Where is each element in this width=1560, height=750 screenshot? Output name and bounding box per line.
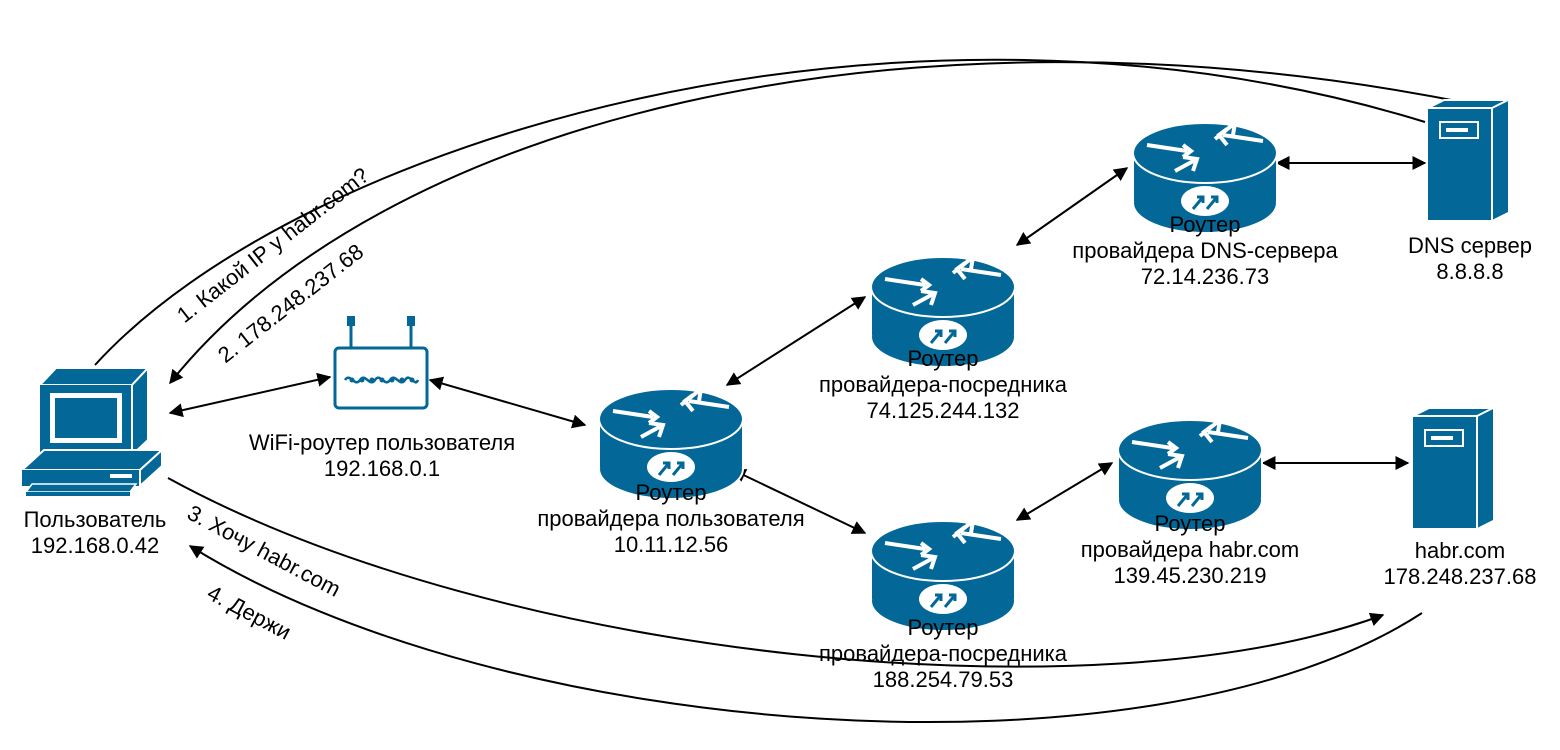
node-name: WiFi-роутер пользователя (248, 430, 516, 455)
node-line1: Роутер (1169, 212, 1241, 237)
link-wifi-isp (428, 376, 587, 429)
node-ip: 188.254.79.53 (872, 667, 1014, 692)
link-pc-wifi (168, 372, 332, 418)
node-line1: Роутер (1154, 511, 1226, 536)
node-ip: 178.248.237.68 (1383, 564, 1537, 589)
node-line2: провайдера-посредника (819, 372, 1067, 397)
node-ip: 139.45.230.219 (1113, 563, 1267, 588)
dns-server-label: DNS сервер 8.8.8.8 (1380, 233, 1560, 285)
node-ip: 8.8.8.8 (1436, 259, 1504, 284)
node-line2: провайдера-посредника (819, 641, 1067, 666)
server-icon (1412, 407, 1494, 529)
flow-step4-curve (188, 545, 1423, 723)
habr-server-label: habr.com 178.248.237.68 (1360, 538, 1560, 590)
node-ip: 72.14.236.73 (1140, 264, 1270, 289)
node-line1: Роутер (635, 480, 707, 505)
wifi-router-icon (333, 316, 429, 410)
transit-router-bottom-label: Роутер провайдера-посредника 188.254.79.… (778, 615, 1108, 693)
node-ip: 74.125.244.132 (866, 398, 1020, 423)
flow-step2-curve (169, 61, 1468, 385)
dns-isp-router-label: Роутер провайдера DNS-сервера 72.14.236.… (1040, 212, 1370, 290)
node-ip: 192.168.0.1 (323, 456, 441, 481)
node-ip: 10.11.12.56 (613, 532, 729, 557)
link-transit-top-dns-isp (1015, 167, 1129, 246)
transit-router-top-label: Роутер провайдера-посредника 74.125.244.… (778, 346, 1108, 424)
link-transit-bottom-habr-isp (1015, 462, 1114, 521)
node-ip: 192.168.0.42 (30, 533, 160, 558)
node-line1: Роутер (907, 346, 979, 371)
user-pc-label: Пользователь 192.168.0.42 (0, 507, 190, 559)
link-isp-transit-bottom (731, 469, 867, 534)
isp-router-label: Роутер провайдера пользователя 10.11.12.… (506, 480, 836, 558)
node-line2: провайдера habr.com (1080, 537, 1300, 562)
flow-step1-curve (94, 58, 1426, 366)
link-isp-transit-top (725, 296, 867, 386)
wifi-router-label: WiFi-роутер пользователя 192.168.0.1 (222, 430, 542, 482)
node-line2: провайдера DNS-сервера (1072, 238, 1338, 263)
node-name: DNS сервер (1408, 233, 1532, 258)
flow-step3-curve (167, 477, 1385, 668)
server-icon (1427, 99, 1509, 221)
node-name: habr.com (1414, 538, 1506, 563)
node-name: Пользователь (23, 507, 167, 532)
habr-isp-router-label: Роутер провайдера habr.com 139.45.230.21… (1025, 511, 1355, 589)
node-line2: провайдера пользователя (537, 506, 805, 531)
computer-icon (19, 365, 165, 496)
node-line1: Роутер (907, 615, 979, 640)
